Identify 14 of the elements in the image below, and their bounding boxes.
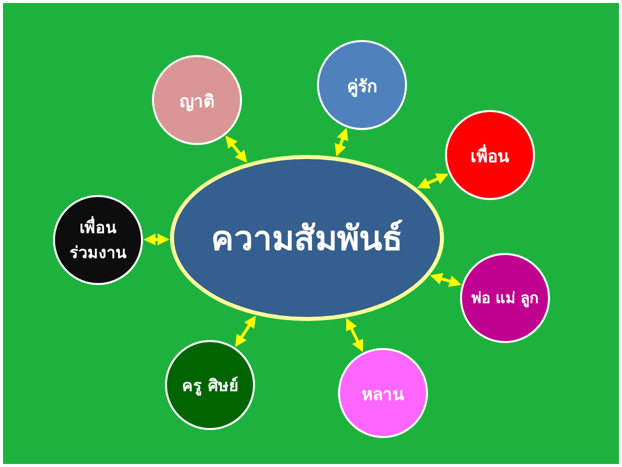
arrow [346,318,364,352]
arrow [417,173,448,189]
arrow [144,233,170,246]
node-label: พ่อ แม่ ลูก [470,288,540,310]
arrow [334,128,348,156]
node-label: เพื่อน ร่วมงาน [68,215,128,264]
node-label: ญาติ [178,90,216,114]
node-label: คู่รัก [346,76,378,98]
node-label: ครู ศิษย์ [181,374,239,398]
node-label: ความสัมพันธ์ [210,218,404,261]
node-label: เพื่อน [462,142,518,168]
arrow [235,316,256,347]
node-label: หลาน [360,384,406,406]
arrow [225,136,248,163]
